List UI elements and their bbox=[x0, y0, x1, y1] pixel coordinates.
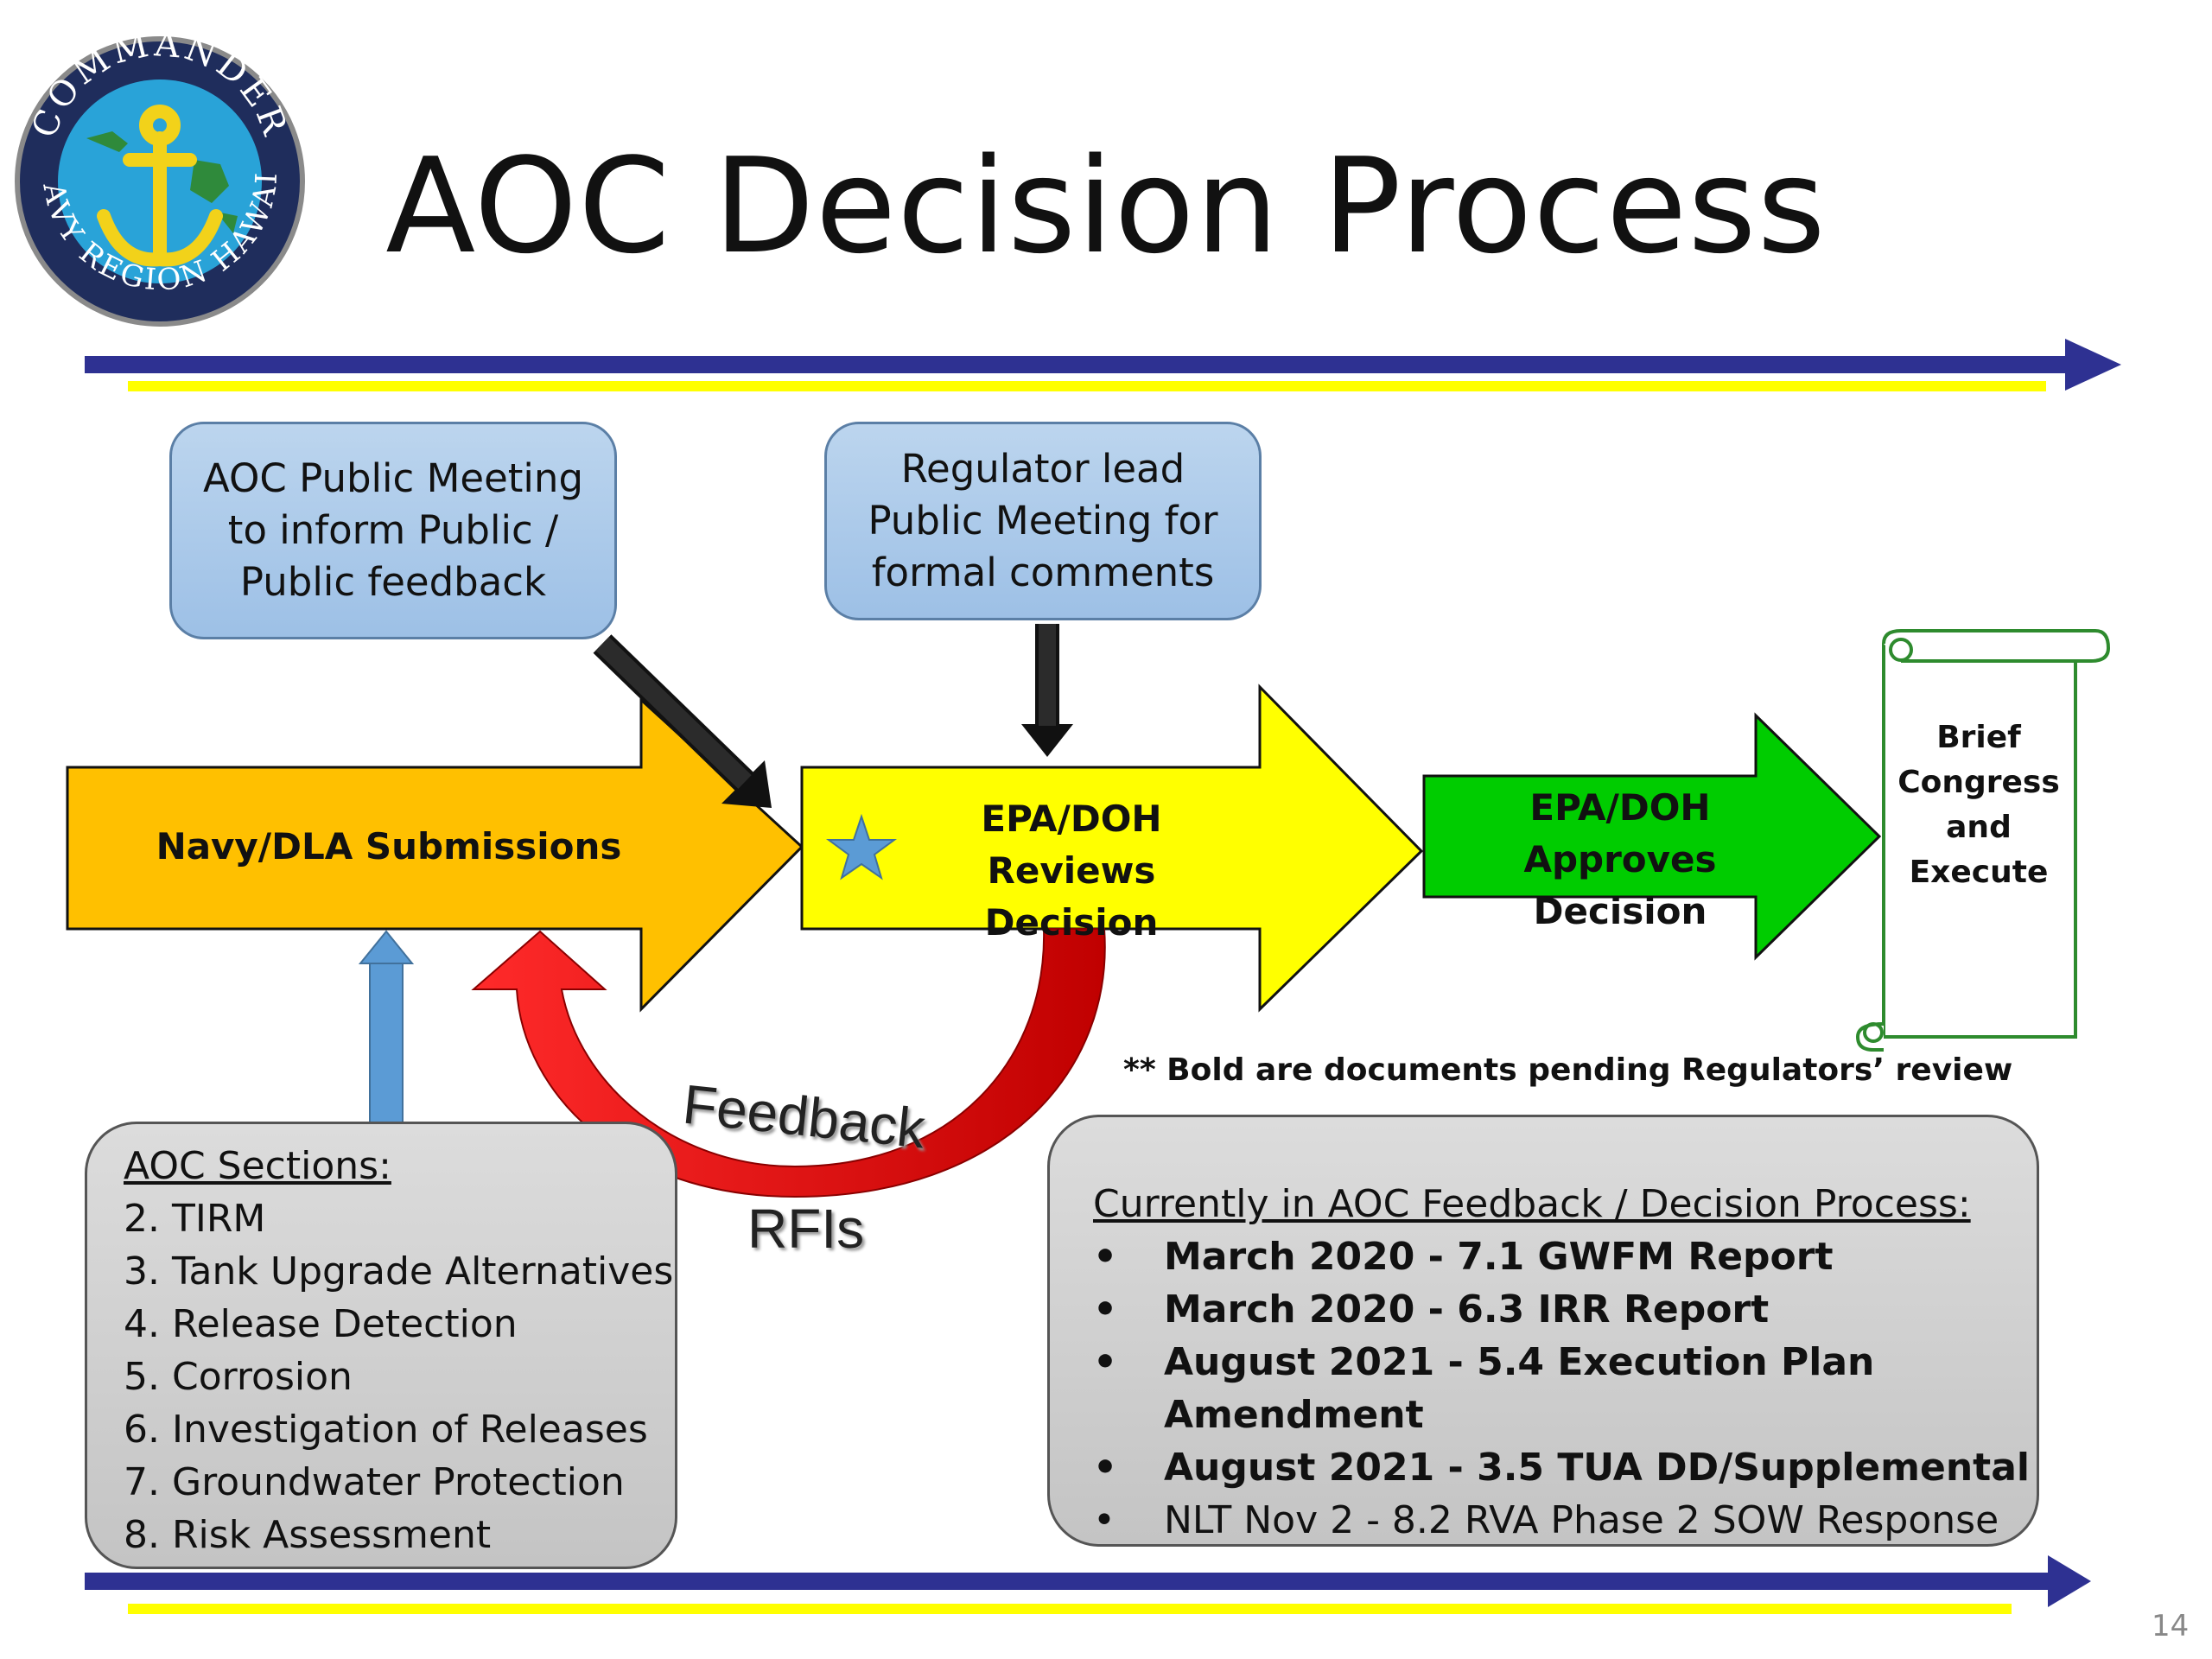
current-process-heading: Currently in AOC Feedback / Decision Pro… bbox=[1093, 1182, 1971, 1226]
page-number: 14 bbox=[2152, 1609, 2190, 1643]
navy-submissions-arrow bbox=[66, 696, 804, 1013]
bullet-icon: • bbox=[1093, 1446, 1118, 1490]
aoc-sections-list: 2. TIRM 3. Tank Upgrade Alternatives 4. … bbox=[124, 1192, 675, 1561]
regulator-meeting-arrow bbox=[1021, 624, 1073, 757]
epa-approves-label: EPA/DOH Approves Decision bbox=[1523, 786, 1717, 932]
bullet-icon: • bbox=[1093, 1498, 1116, 1542]
list-item: 8. Risk Assessment bbox=[124, 1513, 492, 1557]
public-meeting-arrow bbox=[593, 634, 772, 808]
current-process-box: Currently in AOC Feedback / Decision Pro… bbox=[1047, 1115, 2039, 1547]
rfis-label: RFIs bbox=[747, 1198, 865, 1260]
top-timeline bbox=[85, 339, 2121, 391]
aoc-sections-heading: AOC Sections: bbox=[124, 1144, 391, 1188]
brief-congress-label: Brief Congress and Execute bbox=[1897, 720, 2060, 890]
page-title: AOC Decision Process bbox=[385, 130, 1827, 283]
bottom-timeline bbox=[85, 1555, 2091, 1614]
list-item: 3. Tank Upgrade Alternatives bbox=[124, 1249, 674, 1294]
epa-reviews-label: EPA/DOH Reviews Decision bbox=[981, 798, 1162, 944]
navy-submissions-label: Navy/DLA Submissions bbox=[156, 825, 622, 868]
star-icon bbox=[825, 813, 898, 880]
list-item: 4. Release Detection bbox=[124, 1302, 518, 1346]
bullet-icon: • bbox=[1093, 1235, 1118, 1279]
epa-approves-arrow bbox=[1422, 712, 1882, 961]
list-item: 7. Groundwater Protection bbox=[124, 1460, 625, 1504]
public-meeting-callout: AOC Public Meeting to inform Public / Pu… bbox=[169, 422, 617, 639]
pending-review-note: ** Bold are documents pending Regulators… bbox=[1123, 1052, 2013, 1088]
regulator-meeting-callout: Regulator lead Public Meeting for formal… bbox=[824, 422, 1262, 620]
list-item: • NLT Nov 2 - 8.2 RVA Phase 2 SOW Respon… bbox=[1093, 1494, 2037, 1547]
list-item: 5. Corrosion bbox=[124, 1355, 353, 1399]
scroll-shape bbox=[1855, 629, 2111, 1052]
list-item: • March 2020 - 7.1 GWFM Report bbox=[1093, 1230, 2037, 1283]
epa-reviews-arrow bbox=[800, 683, 1424, 1013]
islands-icon bbox=[86, 131, 238, 233]
bullet-icon: • bbox=[1093, 1340, 1118, 1384]
anchor-icon bbox=[97, 105, 223, 267]
list-item: • August 2021 - 3.5 TUA DD/Supplemental bbox=[1093, 1441, 2037, 1494]
current-process-list: • March 2020 - 7.1 GWFM Report • March 2… bbox=[1093, 1230, 2037, 1547]
list-item: • August 2021 - 5.4 Execution Plan Amend… bbox=[1093, 1336, 2037, 1441]
up-arrow bbox=[358, 930, 415, 1124]
list-item: 6. Investigation of Releases bbox=[124, 1408, 648, 1452]
bullet-icon: • bbox=[1093, 1287, 1118, 1332]
list-item: 2. TIRM bbox=[124, 1197, 266, 1241]
aoc-sections-box: AOC Sections: 2. TIRM 3. Tank Upgrade Al… bbox=[85, 1122, 677, 1569]
list-item: • March 2020 - 6.3 IRR Report bbox=[1093, 1283, 2037, 1336]
